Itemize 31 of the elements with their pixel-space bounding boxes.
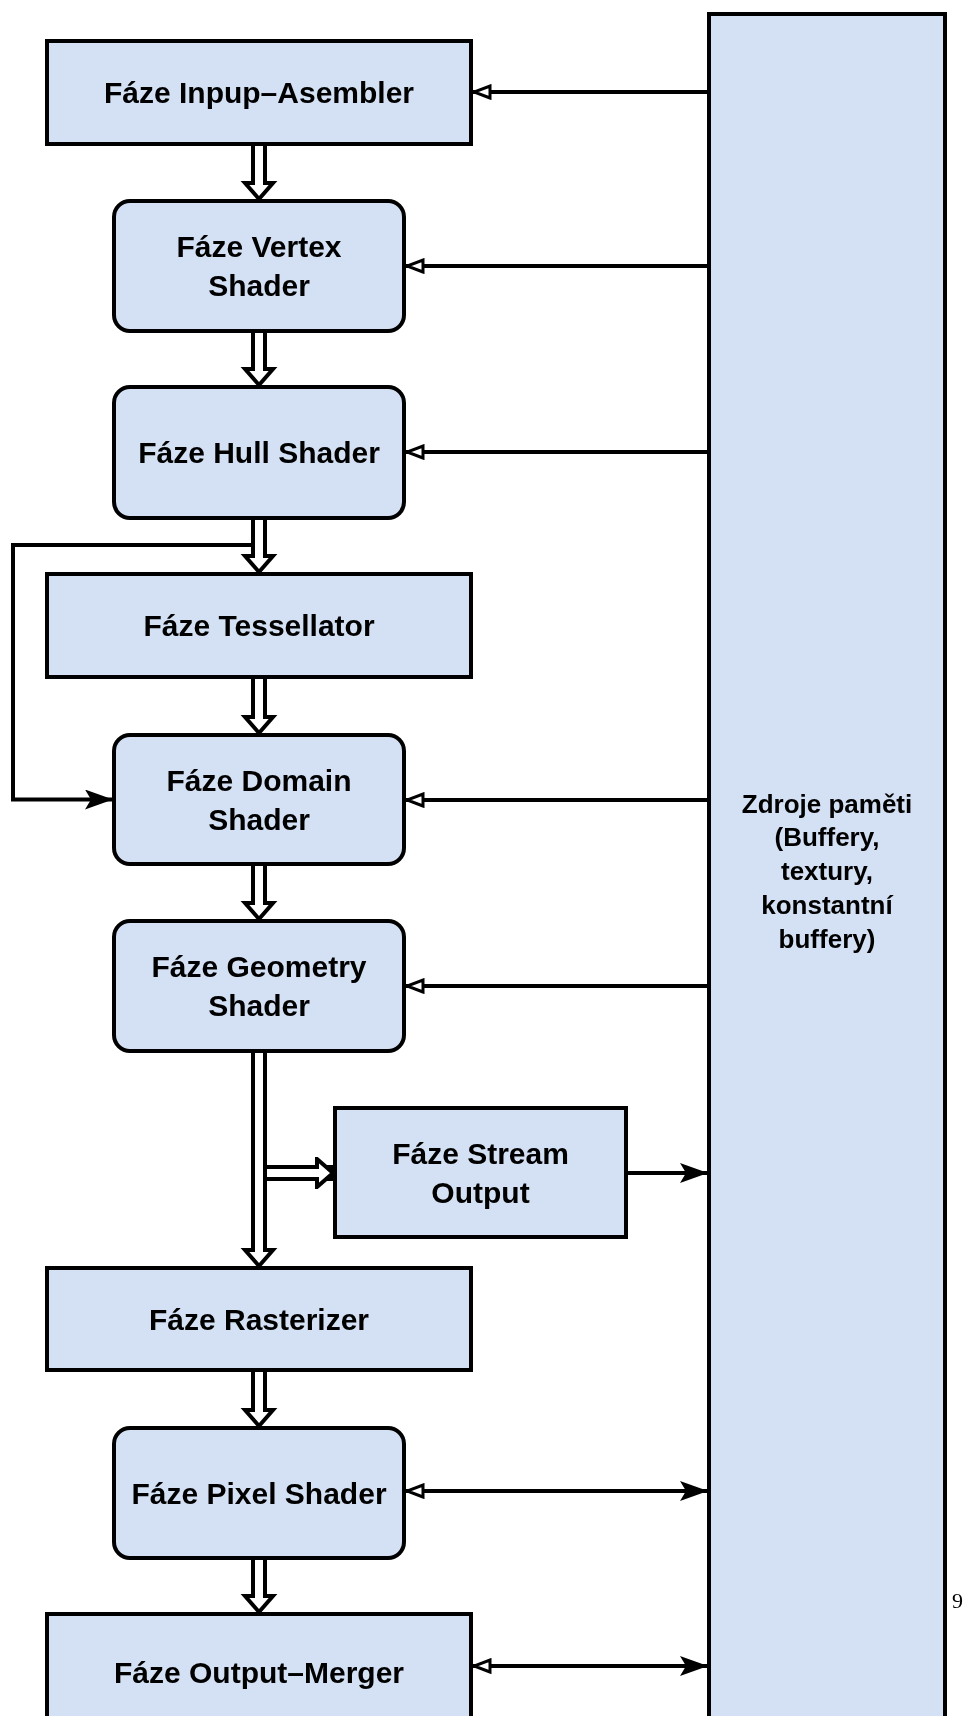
stage-label: Fáze Stream Output bbox=[391, 1135, 570, 1211]
stage-box bbox=[45, 1612, 473, 1716]
stage-label: Fáze Geometry Shader bbox=[150, 949, 368, 1024]
arrow bbox=[628, 1163, 708, 1183]
stage-label: Fáze Rasterizer bbox=[148, 1301, 370, 1338]
stage-label: Fáze Tessellator bbox=[143, 608, 375, 644]
shader-stage-box bbox=[112, 385, 406, 520]
stage-label: Fáze Pixel Shader bbox=[131, 1475, 387, 1512]
arrow bbox=[405, 792, 707, 808]
stage-box bbox=[45, 572, 473, 679]
arrow bbox=[405, 1481, 708, 1501]
page-number: 9 bbox=[952, 1588, 963, 1614]
shader-stage-box bbox=[112, 919, 406, 1053]
arrow bbox=[405, 978, 707, 994]
stage-label: Fáze Vertex Shader bbox=[175, 229, 343, 304]
stage-box bbox=[333, 1106, 628, 1239]
arrow bbox=[405, 444, 707, 460]
stage-box bbox=[45, 39, 473, 146]
stage-label: Zdroje paměti (Buffery, textury, konstantní buffery) bbox=[740, 787, 914, 956]
stage-box bbox=[45, 1266, 473, 1372]
stage-label: Fáze Hull Shader bbox=[138, 435, 380, 471]
stage-label: Fáze Domain Shader bbox=[165, 762, 353, 838]
shader-stage-box bbox=[112, 733, 406, 866]
arrow bbox=[405, 258, 707, 274]
shader-stage-box bbox=[112, 199, 406, 333]
shader-stage-box bbox=[112, 1426, 406, 1560]
stage-label: Fáze Output–Merger bbox=[113, 1654, 404, 1691]
stage-label: Fáze Inpup–Asembler bbox=[103, 75, 415, 111]
arrow bbox=[472, 1656, 708, 1676]
arrow bbox=[472, 84, 707, 100]
memory-resources-bar bbox=[707, 12, 947, 1716]
